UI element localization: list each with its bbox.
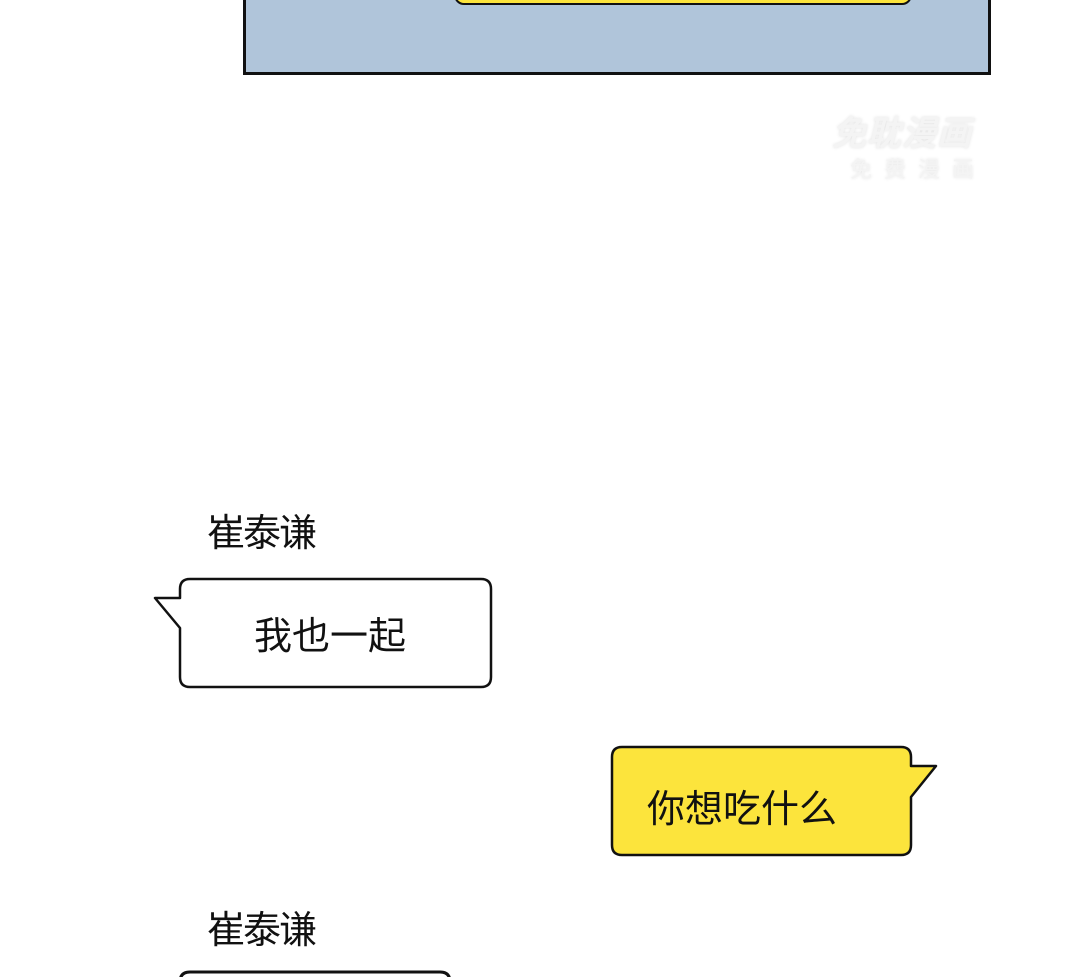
bubble-right-1	[610, 745, 938, 857]
bubble-left-1	[153, 577, 493, 689]
message-text: 你想吃什么	[647, 787, 838, 831]
speaker-name: 崔泰谦	[207, 908, 317, 952]
message-text: 我也一起	[253, 614, 406, 658]
top-panel	[243, 0, 991, 75]
watermark-title: 免耽漫画	[832, 114, 972, 154]
watermark-subtitle: 免费漫画	[850, 158, 987, 183]
bubble-left-2	[179, 970, 451, 977]
speaker-name: 崔泰谦	[207, 511, 317, 555]
